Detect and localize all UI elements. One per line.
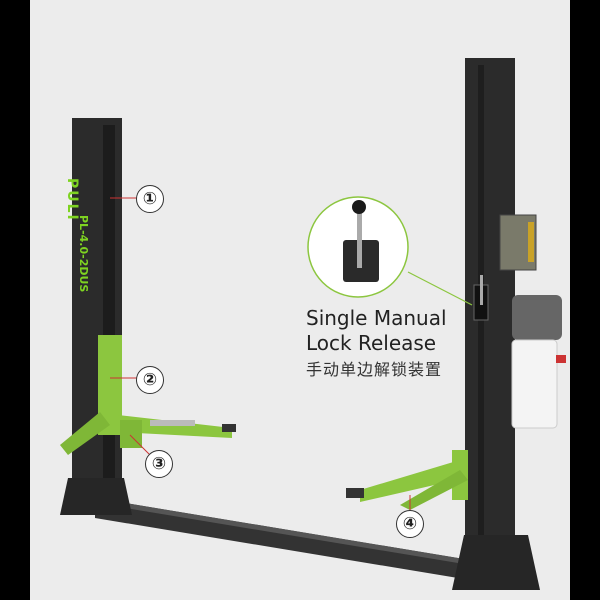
motor [512, 295, 562, 340]
callout-3: ③ [145, 450, 173, 478]
detail-leader-line [407, 271, 473, 306]
callout-4: ④ [396, 510, 424, 538]
left-base [60, 478, 132, 515]
left-arm-back [118, 415, 232, 438]
callout-1: ① [136, 185, 164, 213]
callout-2: ② [136, 366, 164, 394]
model-label: PL-4.0-2DUS [77, 215, 90, 293]
right-arm [360, 460, 465, 502]
right-column [465, 58, 515, 548]
right-base [452, 535, 540, 590]
oil-tank [511, 339, 558, 429]
feature-label-cn: 手动单边解锁装置 [306, 360, 443, 379]
left-arm-front [60, 412, 110, 455]
feature-label-line2: Lock Release [306, 331, 437, 355]
feature-label-line1: Single Manual [306, 306, 447, 330]
